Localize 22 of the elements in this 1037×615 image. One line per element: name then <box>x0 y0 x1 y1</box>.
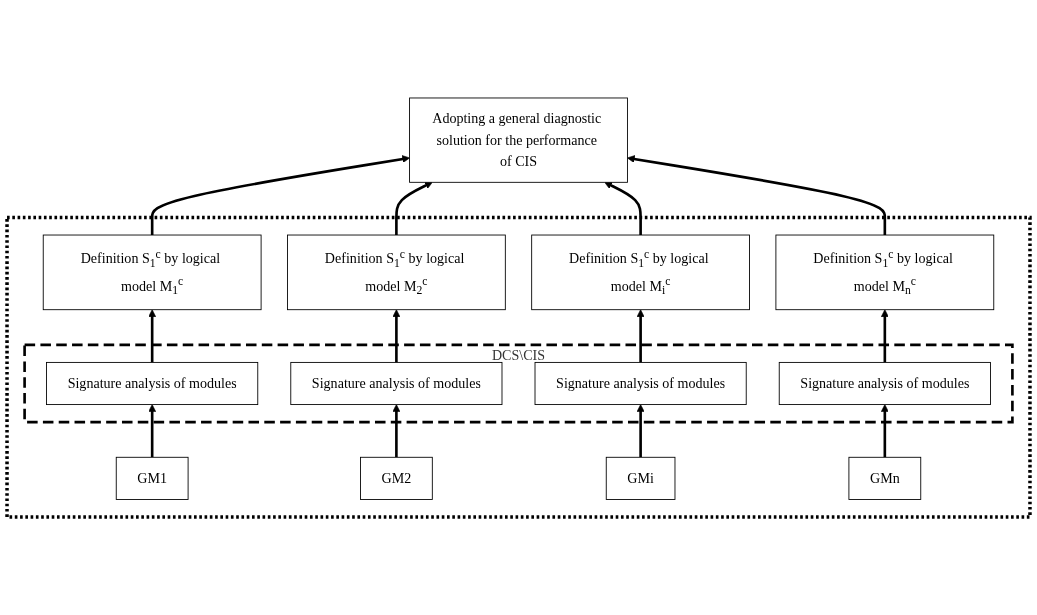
arrow <box>880 309 889 363</box>
node-box: GMi <box>605 456 676 500</box>
arrow <box>148 404 157 458</box>
node-box: Signature analysis of modules <box>534 361 747 405</box>
node-box: GM1 <box>115 456 189 500</box>
node-box: Signature analysis of modules <box>46 361 259 405</box>
arrow <box>392 309 401 363</box>
arrow <box>636 404 645 458</box>
arrow <box>880 404 889 458</box>
node-box: GM2 <box>360 456 433 500</box>
arrow <box>627 155 887 235</box>
arrow <box>604 181 642 235</box>
arrow <box>148 309 157 363</box>
arrow <box>150 155 410 235</box>
node-box: Signature analysis of modules <box>778 361 991 405</box>
node-box: Signature analysis of modules <box>290 361 503 405</box>
cluster <box>5 215 1032 519</box>
arrow <box>636 309 645 363</box>
arrow <box>395 181 433 235</box>
node-box: Adopting a general diagnostic solution for the performance of CIS <box>409 97 628 183</box>
node-box: GMn <box>848 456 922 500</box>
arrow <box>392 404 401 458</box>
